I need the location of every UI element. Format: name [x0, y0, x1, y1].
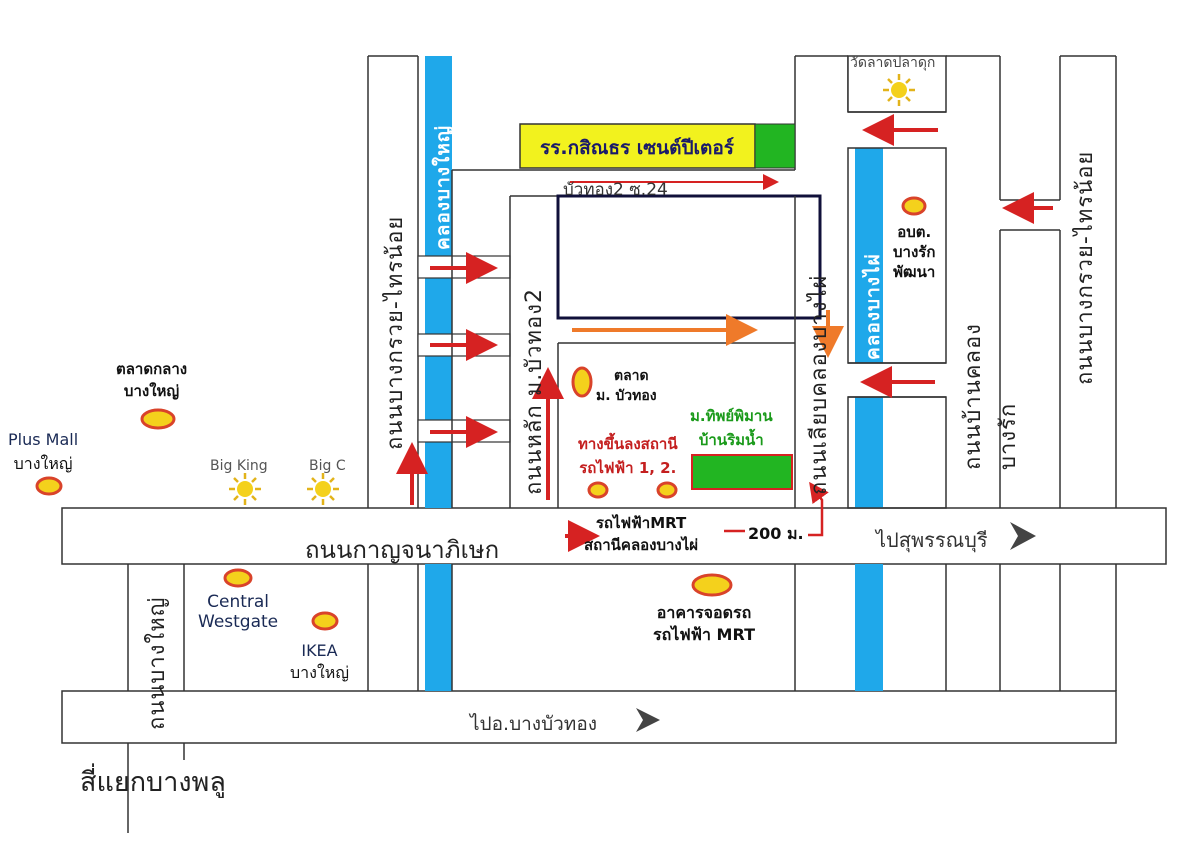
mrt-line1: รถไฟฟ้าMRT	[595, 514, 687, 532]
obt-line2: บางรัก	[893, 243, 936, 261]
parking-line2: รถไฟฟ้า MRT	[653, 625, 755, 644]
road-left-vertical	[127, 564, 185, 833]
central-line2: Westgate	[198, 612, 279, 632]
ikea-line1: IKEA	[301, 641, 338, 660]
road-khlong-bang-phai-label: ถนนเลียบคลองบางไผ่	[807, 274, 832, 495]
marker-plusmall	[35, 476, 63, 496]
project-green-box	[691, 454, 793, 490]
obt-line1: อบต.	[897, 223, 932, 241]
marker-station-2	[656, 481, 678, 499]
road-bang-yai-lower-label: ถนนบางใหญ่	[145, 596, 170, 730]
marker-ikea	[311, 611, 339, 631]
school-green-box	[754, 123, 796, 169]
road-ban-bang-rak-label: ถนนบ้านคลองบางรัก	[961, 323, 1021, 470]
temple-label: วัดลาดปลาดุก	[850, 55, 936, 71]
to-suphanburi-label: ไปสุพรรณบุรี	[876, 528, 988, 552]
arrows-orange	[572, 310, 844, 358]
road-bang-yai-label: ถนนบางกรวย-ไทรน้อย	[1073, 150, 1098, 385]
sun-icon-bigking	[229, 473, 261, 505]
plusmall-label: Plus Mall บางใหญ่	[8, 428, 78, 476]
marker-market	[571, 366, 593, 398]
road-bang-kruai-label: ถนนบางกรวย-ไทรน้อย	[383, 215, 408, 450]
market-bangyai-label: ตลาดกลาง บางใหญ่	[116, 358, 187, 402]
ikea-line2: บางใหญ่	[290, 663, 349, 682]
market-label: ตลาด ม. บัวทอง	[596, 366, 657, 406]
road-bang-kruai-sai-noi	[367, 55, 419, 691]
market-line1: ตลาด	[614, 368, 649, 384]
marker-central	[223, 568, 253, 588]
station-entry-line1: ทางขึ้นลงสถานี	[578, 435, 678, 453]
canal-bang-phai-label: คลองบางไผ่	[862, 253, 884, 360]
central-line1: Central	[207, 592, 270, 612]
mrt-line2: สถานีคลองบางไผ่	[584, 536, 699, 554]
arrows-red	[396, 114, 1053, 552]
distance-arrow	[724, 481, 829, 537]
road-kanchanaphisek	[61, 507, 1167, 565]
canal-bang-phai	[855, 148, 883, 691]
project-block	[556, 194, 822, 320]
market-bangyai-line1: ตลาดกลาง	[116, 360, 188, 378]
school-sign	[519, 123, 756, 169]
canal-bang-yai-label: คลองบางใหญ่	[432, 124, 454, 250]
road-bottom	[61, 690, 1117, 744]
obt-line3: พัฒนา	[893, 263, 936, 281]
marker-obt	[901, 196, 927, 216]
market-bangyai-line2: บางใหญ่	[123, 382, 180, 400]
central-label: Central Westgate	[198, 592, 278, 632]
bigking-label: Big King	[210, 458, 268, 474]
project-line1: ม.ทิพย์พิมาน	[690, 407, 773, 425]
school-label: รร.กสิณธร เซนต์ปีเตอร์	[540, 137, 734, 159]
plusmall-line2: บางใหญ่	[13, 454, 73, 473]
project-line2: บ้านริมน้ำ	[698, 431, 764, 449]
suphanburi-chevron-icon	[1010, 522, 1036, 550]
parking-label: อาคารจอดรถ รถไฟฟ้า MRT	[653, 602, 755, 646]
distance-label: 200 ม.	[748, 524, 804, 543]
market-line2: ม. บัวทอง	[596, 388, 657, 404]
road-soi-24-label: บัวทอง2 ซ.24	[563, 180, 668, 200]
marker-station-1	[587, 481, 609, 499]
bua-thong-chevron-icon	[636, 708, 660, 732]
markers	[35, 196, 927, 631]
road-bang-yai	[1059, 55, 1117, 691]
road-bua-thong-2-label: ถนนหลัก ม.บัวทอง2	[522, 288, 547, 495]
ikea-label: IKEA บางใหญ่	[290, 640, 349, 684]
marker-parking	[691, 573, 733, 597]
marker-market-bangyai	[140, 408, 176, 430]
parking-line1: อาคารจอดรถ	[656, 603, 752, 622]
plusmall-line1: Plus Mall	[8, 430, 79, 449]
project-label: ม.ทิพย์พิมาน บ้านริมน้ำ	[690, 404, 773, 452]
mrt-label: รถไฟฟ้าMRT สถานีคลองบางไผ่	[584, 512, 698, 556]
road-kanchanaphisek-label: ถนนกาญจนาภิเษก	[305, 536, 500, 564]
bigc-label: Big C	[309, 458, 346, 474]
intersection-label: สี่แยกบางพลู	[80, 767, 226, 798]
station-entry-line2: รถไฟฟ้า 1, 2.	[579, 459, 677, 477]
station-entry-label: ทางขึ้นลงสถานี รถไฟฟ้า 1, 2.	[578, 432, 678, 480]
sun-icon-bigc	[307, 473, 339, 505]
sun-icon-temple	[883, 74, 915, 106]
to-bang-bua-thong-label: ไปอ.บางบัวทอง	[470, 713, 598, 735]
obt-label: อบต. บางรัก พัฒนา	[893, 222, 935, 282]
